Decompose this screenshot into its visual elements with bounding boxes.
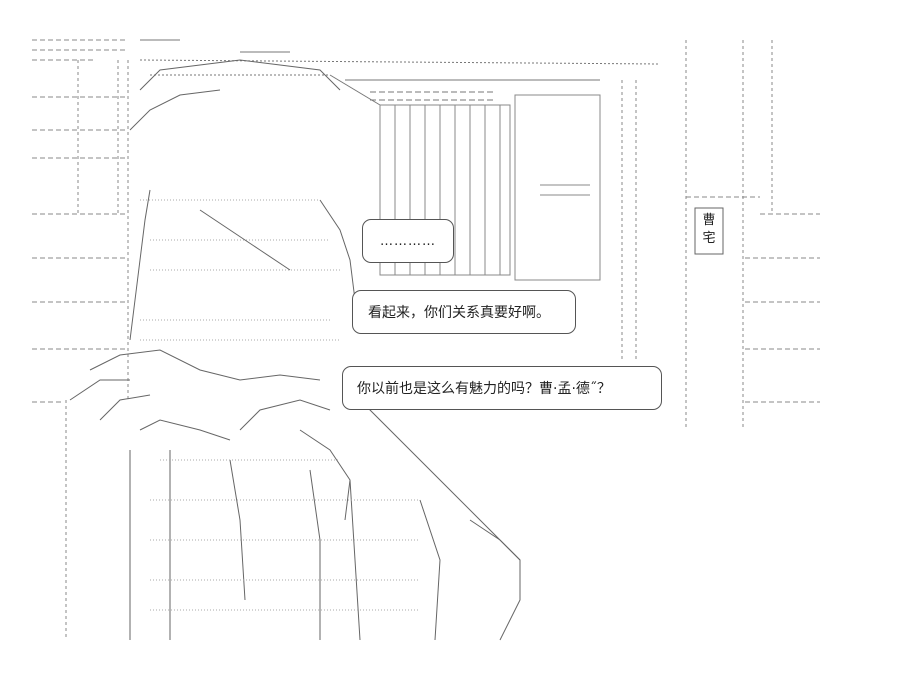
sign-char-2: 宅 bbox=[702, 231, 716, 246]
house-sign: 曹 宅 bbox=[699, 212, 719, 248]
sign-char-1: 曹 bbox=[702, 213, 716, 228]
left-wall-lines bbox=[32, 39, 128, 403]
right-wall-lines bbox=[686, 196, 820, 403]
right-posts bbox=[621, 40, 773, 430]
sign-frame bbox=[694, 207, 724, 255]
roof-lines bbox=[139, 39, 661, 106]
left-wall-verticals bbox=[65, 60, 129, 640]
speech-bubble-ellipsis: ………… bbox=[362, 219, 454, 263]
speech-bubble-line1: 看起来，你们关系真要好啊。 bbox=[352, 290, 576, 334]
speech-bubble-line2: 你以前也是这么有魅力的吗？曹·孟·德˝？ bbox=[342, 366, 662, 410]
figure-hatching bbox=[140, 199, 420, 611]
ellipsis-text: ………… bbox=[380, 233, 436, 249]
figure-outline bbox=[69, 59, 521, 641]
speech-text-line2: 你以前也是这么有魅力的吗？曹·孟·德˝？ bbox=[357, 381, 611, 397]
speech-text-line1: 看起来，你们关系真要好啊。 bbox=[368, 305, 550, 321]
